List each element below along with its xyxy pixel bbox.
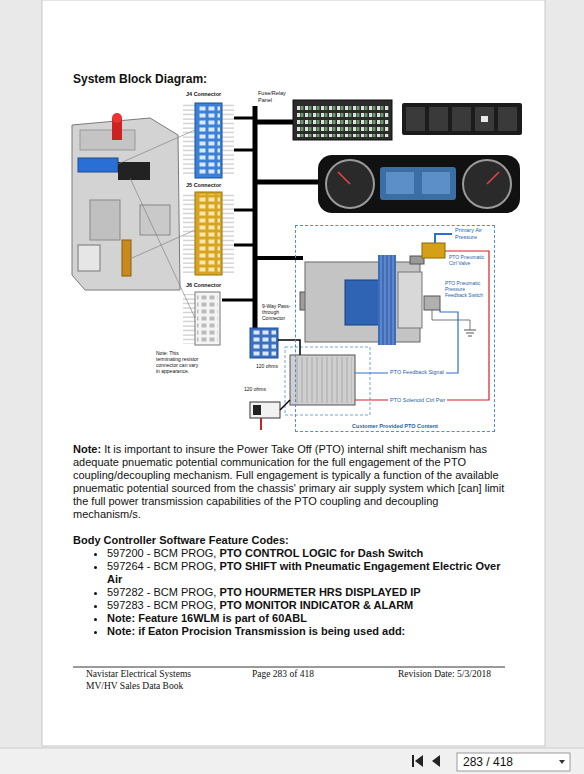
code-name: PTO MONITOR INDICATOR & ALARM [220,599,414,611]
panel-label: Fuse/Relay Panel [258,90,292,103]
footer-text: Navistar Electrical Systems [86,669,191,680]
footer-text: MV/HV Sales Data Book [86,681,183,692]
air-label: Primary Air Pressure [455,227,493,240]
code-name: PTO CONTROL LOGIC for Dash Switch [220,547,424,559]
feature-note: Note: Feature 16WLM is part of 60ABL [107,612,505,625]
feature-code: 597264 - BCM PROG,PTO SHIFT with Pneumat… [107,560,505,586]
note-text: It is important to insure the Power Take… [73,443,504,520]
code-number: 597282 - BCM PROG, [107,586,216,598]
feature-code: 597283 - BCM PROG, PTO MONITOR INDICATOR … [107,599,505,612]
signal-label: PTO Solenoid Ctrl Pwr [388,397,447,404]
revision-date: Revision Date: 5/3/2018 [398,669,491,680]
note-lead: Note: [73,443,101,455]
body-text: Note:It is important to insure the Power… [73,443,505,638]
page-indicator: 283 / 418 [463,755,513,769]
note-text: Note: Feature 16WLM is part of 60ABL [107,612,307,624]
resistance-label: 120 ohms [256,363,286,369]
code-number: 597283 - BCM PROG, [107,599,216,611]
note-paragraph: Note:It is important to insure the Power… [73,443,505,521]
code-name: PTO HOURMETER HRS DISPLAYED IP [220,586,421,598]
connector-label: J6 Connector [186,282,221,289]
signal-label: PTO Feedback Signal [388,369,446,376]
valve-label: PTO Pneumatic Ctrl Valve [449,254,485,266]
feature-note: Note: if Eaton Procision Transmission is… [107,625,505,638]
page-number: Page 283 of 418 [252,669,314,680]
connector-label: J4 Connector [186,91,221,98]
code-number: 597200 - BCM PROG, [107,547,216,559]
note-text: Note: if Eaton Procision Transmission is… [107,625,405,637]
note-label: Note: This terminating resistor connecto… [156,350,202,374]
region-title: Customer Provided PTO Content [350,423,440,429]
feature-list: 597200 - BCM PROG, PTO CONTROL LOGIC for … [73,547,505,638]
feature-code: 597282 - BCM PROG, PTO HOURMETER HRS DISP… [107,586,505,599]
resistance-label: 120 ohms [244,386,278,392]
switch-label: PTO Pneumatic Pressure Feedback Switch [445,280,485,298]
page-heading: System Block Diagram: [73,72,207,86]
connector-label: 9-Way Pass-through Connector [262,303,294,321]
feature-code: 597200 - BCM PROG, PTO CONTROL LOGIC for … [107,547,505,560]
section-heading: Body Controller Software Feature Codes: [73,534,505,547]
connector-label: J5 Connector [186,182,221,189]
code-number: 597264 - BCM PROG, [107,560,216,572]
